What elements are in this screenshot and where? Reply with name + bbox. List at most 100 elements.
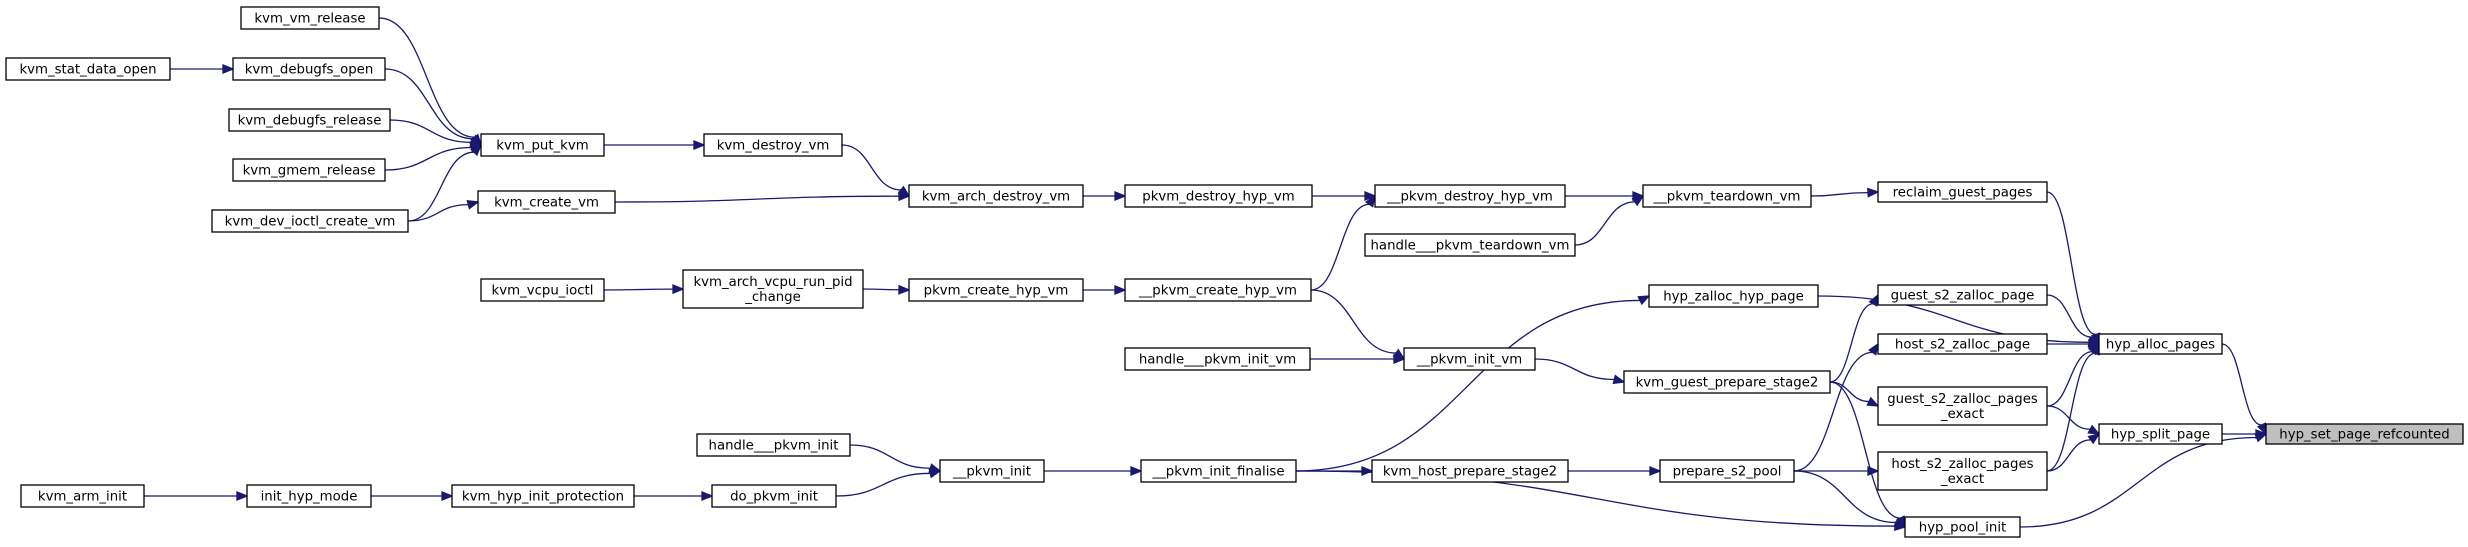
node-box (908, 184, 1084, 208)
edge-pkvm_init_finalise-to-hyp_zalloc_hyp_page (1295, 295, 1651, 472)
arrowhead-icon (1361, 466, 1374, 476)
node-hyp-pool-init[interactable]: hyp_pool_init (1904, 516, 2021, 538)
arrowhead-icon (928, 468, 942, 479)
node-kvm-guest-prepare-stage2[interactable]: kvm_guest_prepare_stage2 (1623, 370, 1831, 394)
edge-kvm_debugfs_release-to-kvm_put_kvm (389, 119, 483, 147)
arrowhead-icon (470, 143, 483, 157)
node-label: reclaim_guest_pages (1893, 186, 2033, 201)
node-pkvm-create-hyp-vm-inner[interactable]: __pkvm_create_hyp_vm (1124, 278, 1312, 302)
node-label: kvm_arch_vcpu_run_pid (693, 275, 852, 290)
edge-pkvm_init_finalise-to-kvm_host_prepare_stage2 (1296, 466, 1374, 476)
node-kvm-destroy-vm[interactable]: kvm_destroy_vm (703, 133, 843, 157)
node-box (908, 278, 1084, 302)
node-box (232, 158, 386, 182)
node-label: kvm_create_vm (494, 196, 599, 211)
node-guest-s2-zalloc-page[interactable]: guest_s2_zalloc_page (1877, 284, 2048, 306)
node-kvm-stat-data-open[interactable]: kvm_stat_data_open (5, 57, 171, 81)
edge-line (1310, 203, 1370, 291)
node-kvm-vm-release[interactable]: kvm_vm_release (240, 6, 380, 30)
edge-init_hyp_mode-to-kvm_hyp_init_protection (371, 491, 454, 501)
edge-host_s2_zalloc_pages_exact-to-hyp_split_page (2046, 432, 2101, 472)
node-handle-pkvm-init[interactable]: handle___pkvm_init (696, 433, 851, 457)
arrowhead-icon (2254, 433, 2268, 443)
arrowhead-icon (2087, 424, 2101, 435)
node-kvm-debugfs-release[interactable]: kvm_debugfs_release (228, 108, 391, 132)
edge-line (378, 17, 475, 138)
node-kvm-arch-destroy-vm[interactable]: kvm_arch_destroy_vm (908, 184, 1084, 208)
arrowhead-icon (1637, 295, 1651, 306)
node-box (1623, 370, 1831, 394)
edge-pkvm_create_hyp_vm_inner-to-pkvm_destroy_hyp_vm_inner (1310, 194, 1376, 291)
edge-line (2046, 191, 2096, 336)
edge-line (1534, 358, 1615, 381)
node-kvm-put-kvm[interactable]: kvm_put_kvm (480, 133, 605, 157)
edge-line (835, 472, 931, 497)
node-pkvm-teardown-vm[interactable]: __pkvm_teardown_vm (1642, 184, 1812, 208)
node-handle-pkvm-teardown-vm[interactable]: handle___pkvm_teardown_vm (1364, 233, 1576, 257)
node-label: __pkvm_teardown_vm (1652, 190, 1800, 205)
node-hyp-alloc-pages[interactable]: hyp_alloc_pages (2098, 333, 2223, 355)
node-box (1904, 516, 2021, 538)
node-pkvm-create-hyp-vm[interactable]: pkvm_create_hyp_vm (908, 278, 1084, 302)
node-kvm-arch-vcpu-run-pid-change[interactable]: kvm_arch_vcpu_run_pid_change (682, 269, 864, 309)
node-hyp-set-page-refcounted: hyp_set_page_refcounted (2265, 423, 2464, 445)
node-kvm-hyp-init-protection[interactable]: kvm_hyp_init_protection (451, 484, 635, 508)
node-pkvm-init-finalise[interactable]: __pkvm_init_finalise (1140, 459, 1297, 483)
node-label: kvm_put_kvm (496, 139, 588, 154)
node-pkvm-destroy-hyp-vm-inner[interactable]: __pkvm_destroy_hyp_vm (1374, 184, 1566, 208)
node-label: _exact (1940, 407, 1984, 422)
node-hyp-split-page[interactable]: hyp_split_page (2098, 423, 2223, 445)
node-pkvm-init-vm[interactable]: __pkvm_init_vm (1403, 347, 1536, 371)
node-label: handle___pkvm_init_vm (1139, 353, 1296, 368)
node-box (939, 459, 1045, 483)
arrowhead-icon (1364, 194, 1376, 208)
node-kvm-debugfs-open[interactable]: kvm_debugfs_open (232, 57, 386, 81)
edge-handle_pkvm_init_vm-to-pkvm_init_vm (1310, 354, 1406, 364)
node-label: guest_s2_zalloc_page (1891, 289, 2035, 304)
node-box (1877, 181, 2048, 203)
node-kvm-dev-ioctl-create-vm[interactable]: kvm_dev_ioctl_create_vm (211, 209, 409, 233)
edge-pkvm_create_hyp_vm-to-pkvm_create_hyp_vm_inner (1083, 285, 1127, 295)
node-box (232, 57, 386, 81)
node-label: kvm_gmem_release (243, 164, 376, 179)
node-host-s2-zalloc-page[interactable]: host_s2_zalloc_page (1877, 333, 2048, 355)
edge-kvm_stat_data_open-to-kvm_debugfs_open (170, 64, 235, 74)
edge-handle_pkvm_init-to-pkvm_init (849, 444, 942, 473)
node-do-pkvm-init[interactable]: do_pkvm_init (711, 484, 837, 508)
arrowhead-icon (466, 200, 480, 210)
edge-pkvm_init_vm-to-kvm_guest_prepare_stage2 (1534, 358, 1626, 385)
node-guest-s2-zalloc-pages-exact[interactable]: guest_s2_zalloc_pages_exact (1877, 386, 2048, 426)
node-kvm-arm-init[interactable]: kvm_arm_init (20, 484, 145, 508)
node-host-s2-zalloc-pages-exact[interactable]: host_s2_zalloc_pages_exact (1877, 451, 2048, 491)
node-handle-pkvm-init-vm[interactable]: handle___pkvm_init_vm (1124, 347, 1311, 371)
edge-line (389, 119, 472, 144)
node-reclaim-guest-pages[interactable]: reclaim_guest_pages (1877, 181, 2048, 203)
node-kvm-gmem-release[interactable]: kvm_gmem_release (232, 158, 386, 182)
node-box (1877, 333, 2048, 355)
node-prepare-s2-pool[interactable]: prepare_s2_pool (1659, 459, 1795, 483)
arrowhead-icon (441, 491, 454, 501)
node-label: host_s2_zalloc_page (1895, 338, 2030, 353)
node-kvm-host-prepare-stage2[interactable]: kvm_host_prepare_stage2 (1371, 459, 1569, 483)
node-label: __pkvm_init_vm (1416, 353, 1522, 368)
node-box (1371, 459, 1569, 483)
edge-line (841, 144, 902, 191)
node-init-hyp-mode[interactable]: init_hyp_mode (246, 484, 372, 508)
node-box (2265, 423, 2464, 445)
node-pkvm-destroy-hyp-vm[interactable]: pkvm_destroy_hyp_vm (1124, 184, 1313, 208)
node-box (682, 269, 864, 309)
arrowhead-icon (1867, 187, 1880, 198)
node-box (480, 278, 605, 302)
edge-kvm_arch_destroy_vm-to-pkvm_destroy_hyp_vm (1083, 191, 1127, 201)
arrowhead-icon (898, 284, 911, 295)
edge-line (849, 444, 931, 469)
node-label: _change (744, 290, 801, 305)
node-box (477, 190, 616, 214)
node-box (1648, 284, 1819, 308)
node-hyp-zalloc-hyp-page[interactable]: hyp_zalloc_hyp_page (1648, 284, 1819, 308)
node-kvm-vcpu-ioctl[interactable]: kvm_vcpu_ioctl (480, 278, 605, 302)
node-pkvm-init[interactable]: __pkvm_init (939, 459, 1045, 483)
node-box (703, 133, 843, 157)
node-box (696, 433, 851, 457)
node-kvm-create-vm[interactable]: kvm_create_vm (477, 190, 616, 214)
